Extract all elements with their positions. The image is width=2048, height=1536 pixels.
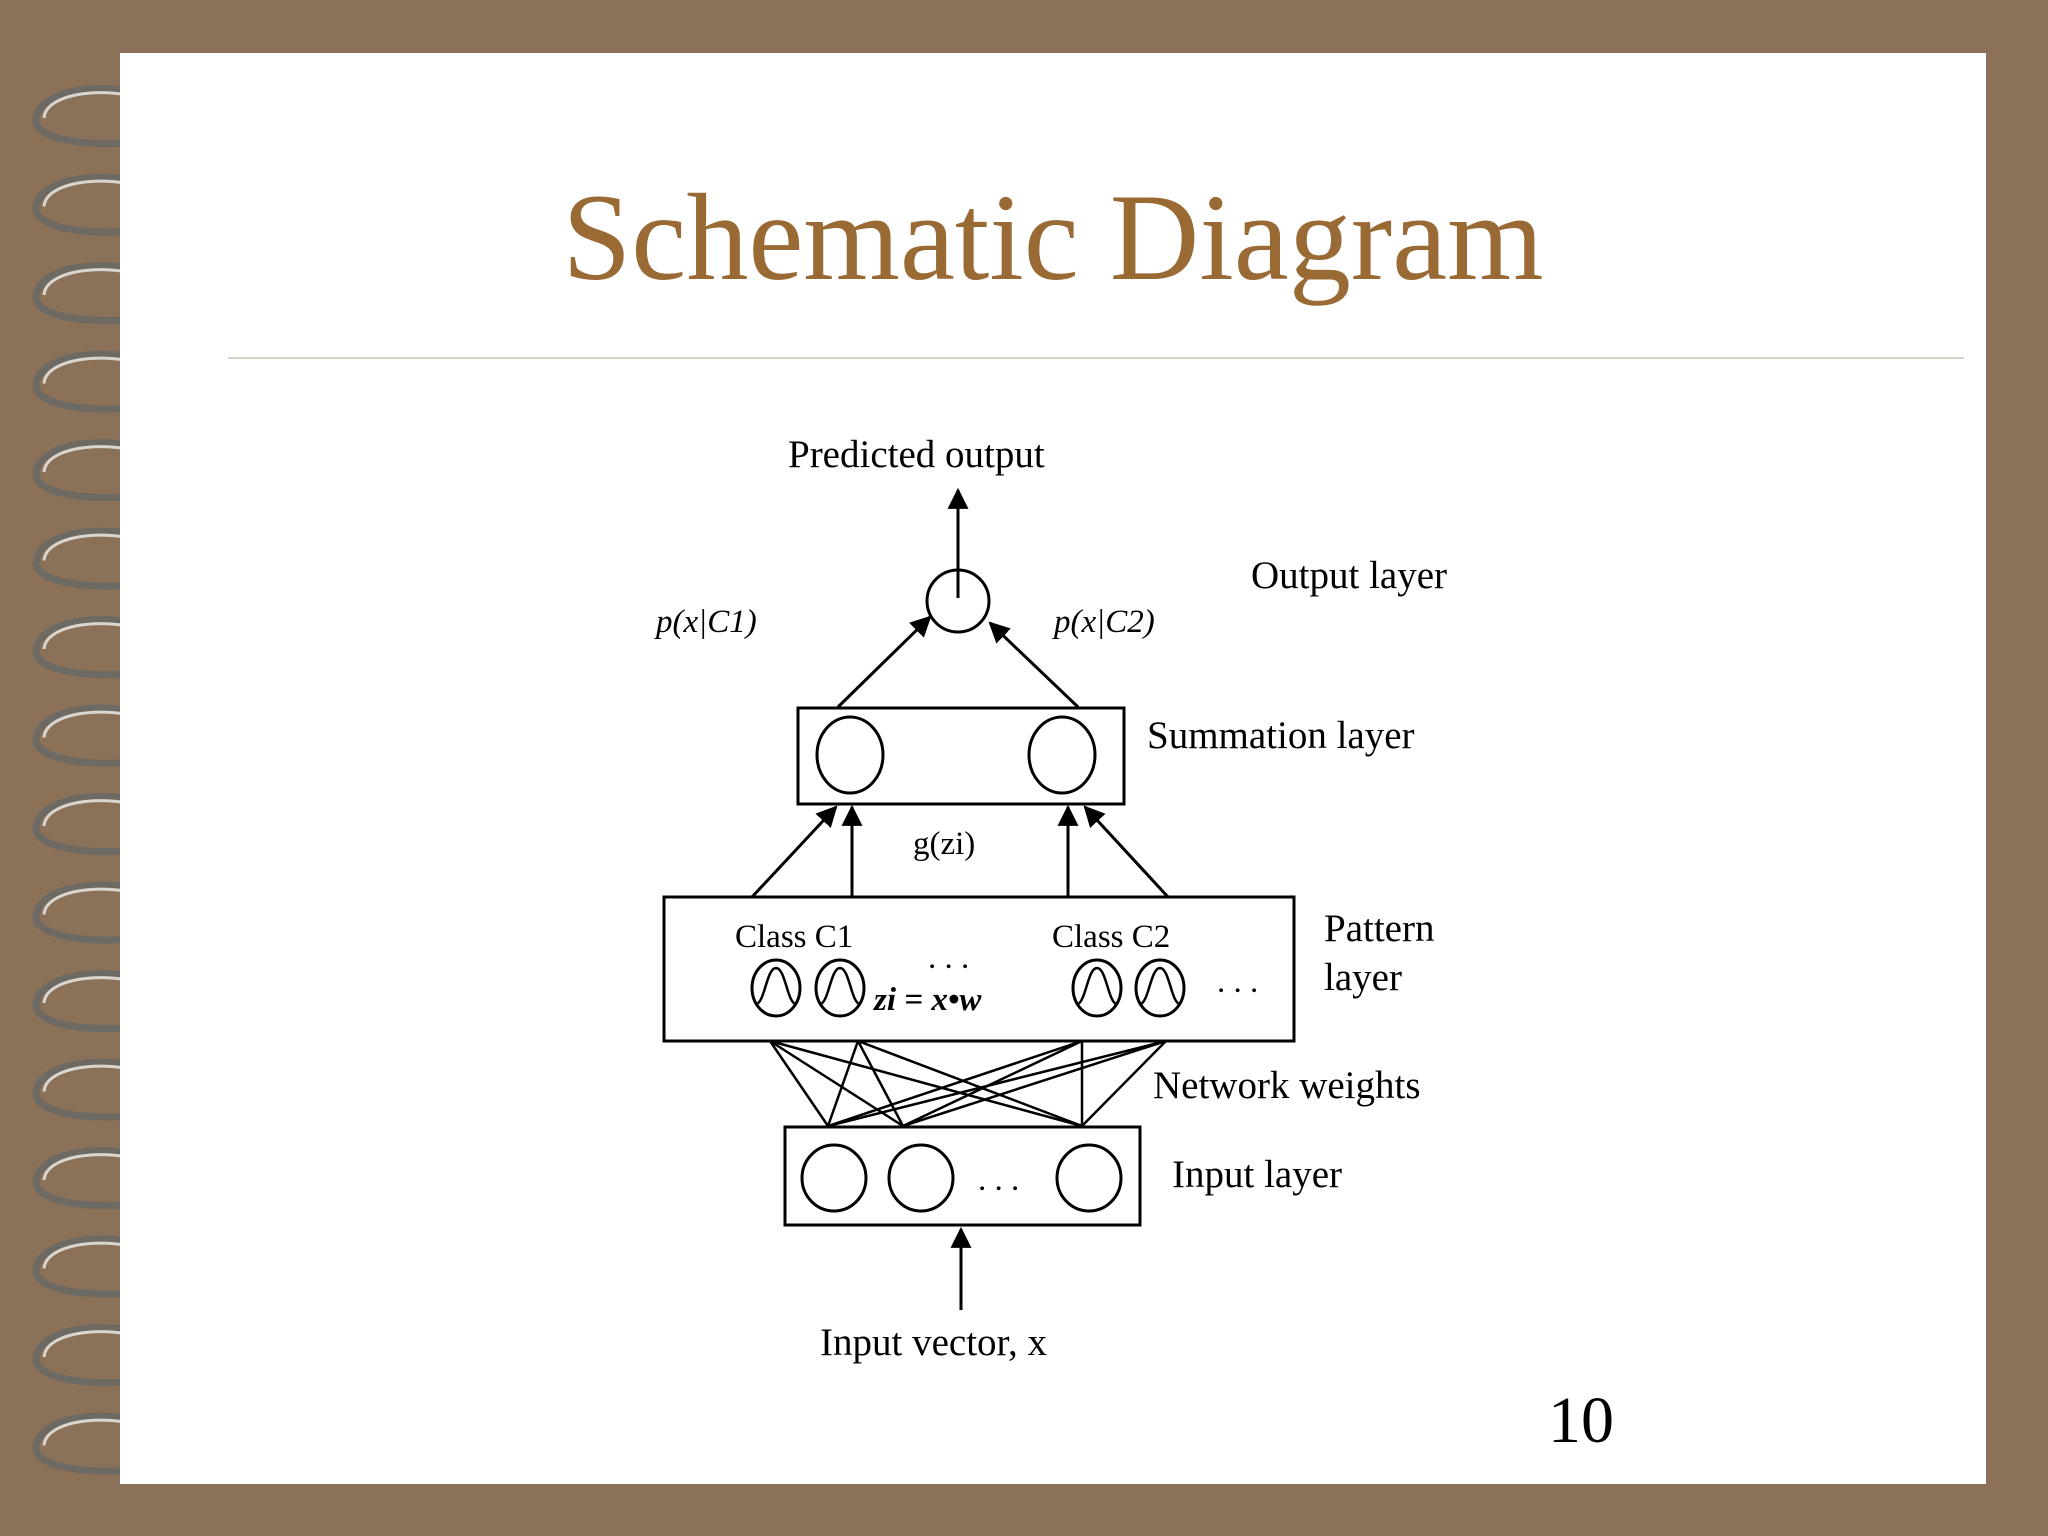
pattern-layer-label-line1: Pattern (1324, 907, 1434, 950)
summation-layer-box (796, 706, 1126, 806)
pattern-node-2 (814, 958, 866, 1018)
network-weights (768, 1039, 1167, 1128)
pattern-node-1 (750, 958, 802, 1018)
pattern-to-sum-arrow-1 (750, 805, 838, 899)
g-zi-label: g(zi) (913, 826, 975, 862)
network-weights-label: Network weights (1153, 1064, 1421, 1107)
input-node-3 (1055, 1143, 1123, 1213)
pattern-layer-box (662, 895, 1296, 1043)
input-vector-label: Input vector, x (820, 1321, 1047, 1364)
output-layer-label: Output layer (1251, 554, 1447, 597)
pattern-ellipsis-top: . . . (928, 940, 969, 976)
input-ellipsis: . . . (978, 1162, 1019, 1198)
input-node-2 (887, 1143, 955, 1213)
input-layer-box (783, 1125, 1142, 1227)
summation-node-2 (1027, 715, 1097, 795)
class-c2-label: Class C2 (1052, 919, 1170, 955)
slide-title: Schematic Diagram (562, 169, 1544, 306)
pattern-ellipsis-right: . . . (1217, 964, 1258, 1000)
class-c1-label: Class C1 (735, 919, 853, 955)
p-c2-label: p(x|C2) (1052, 604, 1155, 640)
summation-node-1 (815, 715, 885, 795)
summation-layer-label: Summation layer (1147, 714, 1415, 757)
input-layer-label: Input layer (1172, 1153, 1342, 1196)
slide-page: Schematic Diagram 10 (120, 53, 1986, 1484)
p-c1-label: p(x|C1) (654, 604, 757, 640)
output-node (925, 568, 991, 634)
pattern-layer-label-line2: layer (1324, 956, 1402, 999)
predicted-output-label: Predicted output (788, 433, 1045, 476)
input-node-1 (800, 1143, 868, 1213)
sum-to-output-arrow-left (836, 615, 932, 709)
slide-number: 10 (1548, 1384, 1614, 1457)
pattern-to-sum-arrow-4 (1083, 805, 1170, 899)
zi-equation-label: zi = x•w (873, 982, 982, 1018)
pattern-node-4 (1134, 958, 1186, 1018)
sum-to-output-arrow-right (988, 621, 1080, 709)
pattern-node-3 (1071, 958, 1123, 1018)
title-divider (228, 357, 1964, 359)
